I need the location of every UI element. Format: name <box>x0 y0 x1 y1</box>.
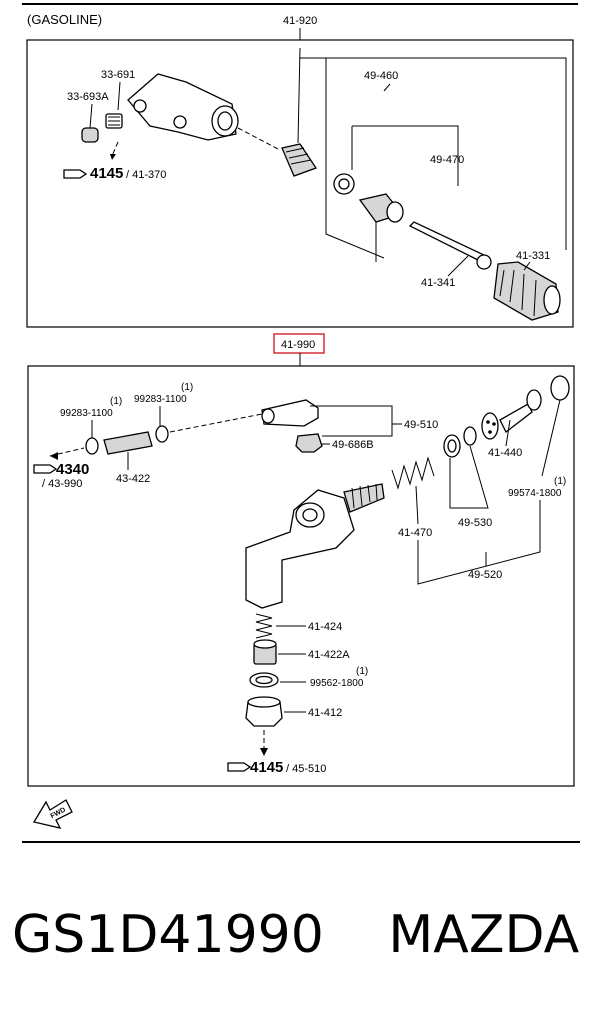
label-49-686b[interactable]: 49-686B <box>332 439 374 451</box>
seal-ring-bottom <box>249 672 279 688</box>
qty-c: (1) <box>554 476 566 487</box>
dust-boot-large <box>493 261 561 321</box>
label-41-440[interactable]: 41-440 <box>488 447 522 459</box>
qty-d: (1) <box>356 666 368 677</box>
label-99283-1100-b[interactable]: 99283-1100 <box>134 394 187 405</box>
piston <box>358 193 404 223</box>
label-49-460[interactable]: 49-460 <box>364 70 398 82</box>
release-cylinder-body <box>127 73 239 141</box>
label-33-691[interactable]: 33-691 <box>101 69 135 81</box>
hose-clip-right <box>155 425 169 443</box>
svg-text:/ 41-370: / 41-370 <box>126 169 166 181</box>
label-49-510[interactable]: 49-510 <box>404 419 438 431</box>
dust-boot-small <box>281 143 317 177</box>
spacer <box>253 639 277 665</box>
label-41-412[interactable]: 41-412 <box>308 707 342 719</box>
reservoir-nipple <box>245 696 283 727</box>
label-41-424[interactable]: 41-424 <box>308 621 342 633</box>
part-number: GS1D41990 <box>12 905 324 965</box>
pointing-hand-icon <box>33 464 58 474</box>
label-49-520[interactable]: 49-520 <box>468 569 502 581</box>
lower-frame <box>27 365 575 787</box>
hose <box>103 431 153 455</box>
label-99574-1800[interactable]: 99574-1800 <box>508 488 562 499</box>
highlight-box <box>273 333 325 354</box>
label-99562-1800[interactable]: 99562-1800 <box>310 678 364 689</box>
svg-text:4145: 4145 <box>90 165 123 182</box>
lower-assembly: (1) 99283-1100 (1) 99283-1100 4340 / 43-… <box>27 365 575 787</box>
ref-4145-upper[interactable]: 4145 / 41-370 <box>63 165 166 182</box>
svg-text:4145: 4145 <box>250 759 283 776</box>
group-41-990-highlight[interactable]: 41-990 <box>273 333 325 354</box>
label-49-470[interactable]: 49-470 <box>430 154 464 166</box>
ref-4340[interactable]: 4340 / 43-990 <box>33 461 89 490</box>
label-43-422[interactable]: 43-422 <box>116 473 150 485</box>
label-33-693a[interactable]: 33-693A <box>67 91 109 103</box>
upper-group-number[interactable]: 41-920 <box>283 15 317 27</box>
label-41-341[interactable]: 41-341 <box>421 277 455 289</box>
svg-text:/ 45-510: / 45-510 <box>286 763 326 775</box>
ref-4145-lower[interactable]: 4145 / 45-510 <box>227 759 326 776</box>
snap-ring <box>550 375 570 401</box>
primary-cup <box>443 434 461 458</box>
qty-a: (1) <box>110 396 122 407</box>
push-rod <box>408 221 492 270</box>
bleeder-cap <box>81 127 99 143</box>
label-41-470[interactable]: 41-470 <box>398 527 432 539</box>
svg-text:/ 43-990: / 43-990 <box>42 478 82 490</box>
svg-text:4340: 4340 <box>56 461 89 478</box>
master-cylinder-body <box>245 483 385 609</box>
pointing-hand-icon <box>63 169 88 179</box>
upper-assembly: 41-920 33-691 33-693A 414 <box>26 15 574 328</box>
o-ring <box>463 426 477 446</box>
variant-label: (GASOLINE) <box>27 12 102 27</box>
pipe-fitting <box>261 399 319 427</box>
master-piston <box>481 389 542 440</box>
part-footer: GS1D41990 MAZDA <box>12 895 592 975</box>
hose-clip-left <box>85 437 99 455</box>
pointing-hand-icon <box>227 762 252 772</box>
upper-frame <box>26 39 574 328</box>
qty-b: (1) <box>181 382 193 393</box>
return-spring <box>391 456 435 490</box>
label-41-331[interactable]: 41-331 <box>516 250 550 262</box>
spring-small <box>255 613 273 639</box>
bleeder-screw <box>105 113 123 129</box>
label-49-530[interactable]: 49-530 <box>458 517 492 529</box>
brand-name: MAZDA <box>388 905 580 965</box>
cup-seal <box>333 173 355 195</box>
forward-arrow-icon: FWD <box>32 799 73 829</box>
union-nut <box>295 433 323 453</box>
lower-group-number[interactable]: 41-990 <box>281 339 315 351</box>
label-41-422a[interactable]: 41-422A <box>308 649 350 661</box>
label-99283-1100-a[interactable]: 99283-1100 <box>60 408 113 419</box>
